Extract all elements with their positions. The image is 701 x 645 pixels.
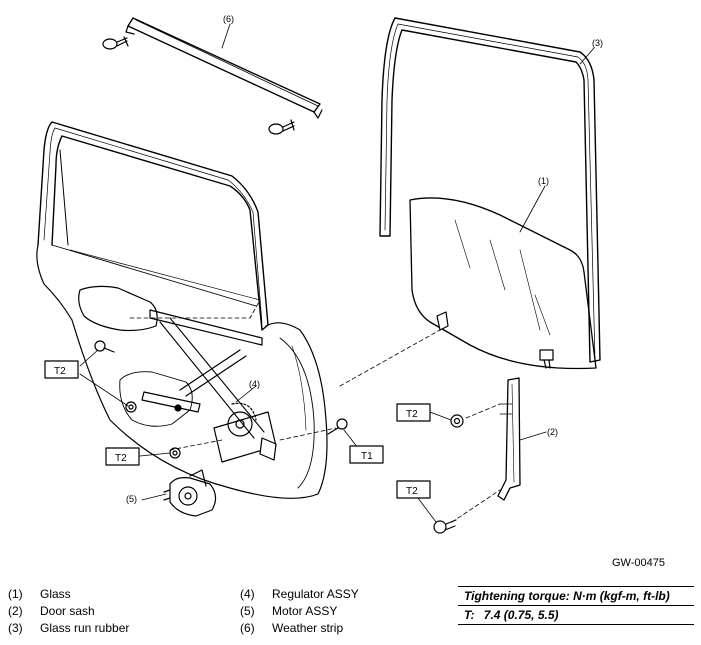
figure-code: GW-00475: [612, 557, 665, 569]
torque-tag-t2-sash-upper: T2: [396, 403, 431, 422]
legend-number: (1): [8, 587, 23, 601]
legend-item: (6) Weather strip: [240, 620, 359, 637]
callout-motor: (5): [126, 494, 137, 504]
legend-label: Motor ASSY: [272, 604, 338, 618]
torque-spec-label: T:: [464, 608, 475, 622]
legend-item: (2) Door sash: [8, 603, 129, 620]
callout-door-sash: (2): [547, 427, 558, 437]
glass-run-rubber: [379, 17, 601, 363]
torque-tag-t2-sash-lower: T2: [396, 480, 431, 499]
legend-number: (4): [240, 587, 255, 601]
callout-weather-strip: (6): [223, 14, 234, 24]
legend-item: (3) Glass run rubber: [8, 620, 129, 637]
legend-number: (2): [8, 604, 23, 618]
motor-assy: [163, 469, 217, 517]
torque-spec-row: T: 7.4 (0.75, 5.5): [458, 605, 694, 624]
door-assembly: [36, 121, 328, 499]
legend-label: Door sash: [40, 604, 95, 618]
legend-item: (4) Regulator ASSY: [240, 586, 359, 603]
torque-spec-heading: Tightening torque: N·m (kgf-m, ft-lb): [464, 589, 670, 603]
legend-label: Glass run rubber: [40, 621, 130, 635]
legend-right: (4) Regulator ASSY (5) Motor ASSY (6) We…: [240, 586, 359, 637]
assembly-lines: [129, 299, 501, 523]
legend-number: (5): [240, 604, 255, 618]
svg-text:T2: T2: [406, 486, 418, 497]
door-sash: [497, 377, 521, 501]
legend-left: (1) Glass (2) Door sash (3) Glass run ru…: [8, 586, 129, 637]
glass: [409, 197, 597, 370]
callout-regulator: (4): [249, 379, 260, 389]
regulator-assy: [141, 309, 277, 463]
svg-text:T1: T1: [361, 451, 373, 462]
weather-strip-clip-upper: [102, 36, 129, 50]
torque-spec-value: 7.4 (0.75, 5.5): [483, 608, 559, 622]
legend-item: (1) Glass: [8, 586, 129, 603]
weather-strip-clip-lower: [268, 119, 295, 135]
callout-glass: (1): [538, 176, 549, 186]
legend-number: (6): [240, 621, 255, 635]
nut-t2-lower: [169, 447, 181, 459]
torque-tag-t2-lower: T2: [105, 447, 140, 466]
bolt-t2-upper: [94, 340, 115, 353]
svg-text:T2: T2: [406, 409, 418, 420]
leader-lines: [79, 23, 595, 523]
torque-spec-box: Tightening torque: N·m (kgf-m, ft-lb) T:…: [458, 586, 694, 625]
svg-text:T2: T2: [54, 366, 66, 377]
nut-t2-sash-upper: [450, 414, 464, 428]
torque-tag-t2-upper: T2: [44, 360, 79, 379]
legend-number: (3): [8, 621, 23, 635]
legend-label: Regulator ASSY: [272, 587, 359, 601]
weather-strip: [125, 17, 323, 119]
bolt-t1: [327, 418, 348, 435]
torque-tag-t1: T1: [349, 445, 384, 464]
nut-t2-panel: [125, 401, 137, 413]
legend-label: Weather strip: [272, 621, 344, 635]
legend-item: (5) Motor ASSY: [240, 603, 359, 620]
svg-text:T2: T2: [115, 453, 127, 464]
callout-glass-run-rubber: (3): [592, 38, 603, 48]
exploded-door-diagram: (6) (3) (1) (4) (2) (5) T2 T2 T1 T2 T2: [36, 14, 603, 534]
legend-label: Glass: [40, 587, 71, 601]
